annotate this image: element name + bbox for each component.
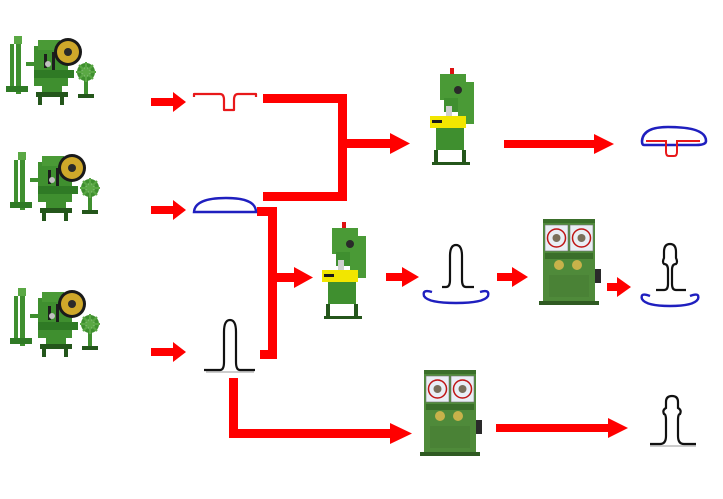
arrow-rolling-2-to-final-2	[496, 418, 628, 438]
blue-dome-part	[192, 196, 258, 214]
arrow-red-part-to-assembly-1	[263, 94, 410, 201]
stamping-press-1	[5, 35, 97, 106]
flow-arrows	[151, 92, 631, 444]
arrow-press3-to-black-post	[151, 342, 186, 362]
arrow-blue-part-to-assembly-2	[257, 207, 313, 359]
arrow-assembly-1-to-cap	[504, 134, 614, 154]
rolling-machine-1	[538, 218, 602, 306]
arrow-press1-to-red-part	[151, 92, 186, 112]
assembled-cap	[640, 125, 708, 157]
stamping-press-3	[9, 287, 101, 358]
arrow-press2-to-blue-part	[151, 200, 186, 220]
arrow-rolling-1-to-final-1	[607, 277, 631, 297]
rolling-machine-2	[419, 369, 483, 457]
post-with-base	[422, 243, 490, 305]
red-cap-part	[192, 92, 258, 112]
rolled-post	[650, 394, 696, 447]
rolled-post-with-base	[640, 242, 700, 308]
stamping-press-2	[9, 151, 101, 222]
arrow-black-post-to-rolling-2	[229, 378, 412, 444]
assembly-press-2	[322, 222, 366, 319]
arrow-assembly-2-to-post-base	[386, 267, 419, 287]
arrow-post-base-to-rolling-1	[497, 267, 528, 287]
black-post-part	[204, 318, 255, 373]
assembly-press-1	[430, 68, 474, 165]
